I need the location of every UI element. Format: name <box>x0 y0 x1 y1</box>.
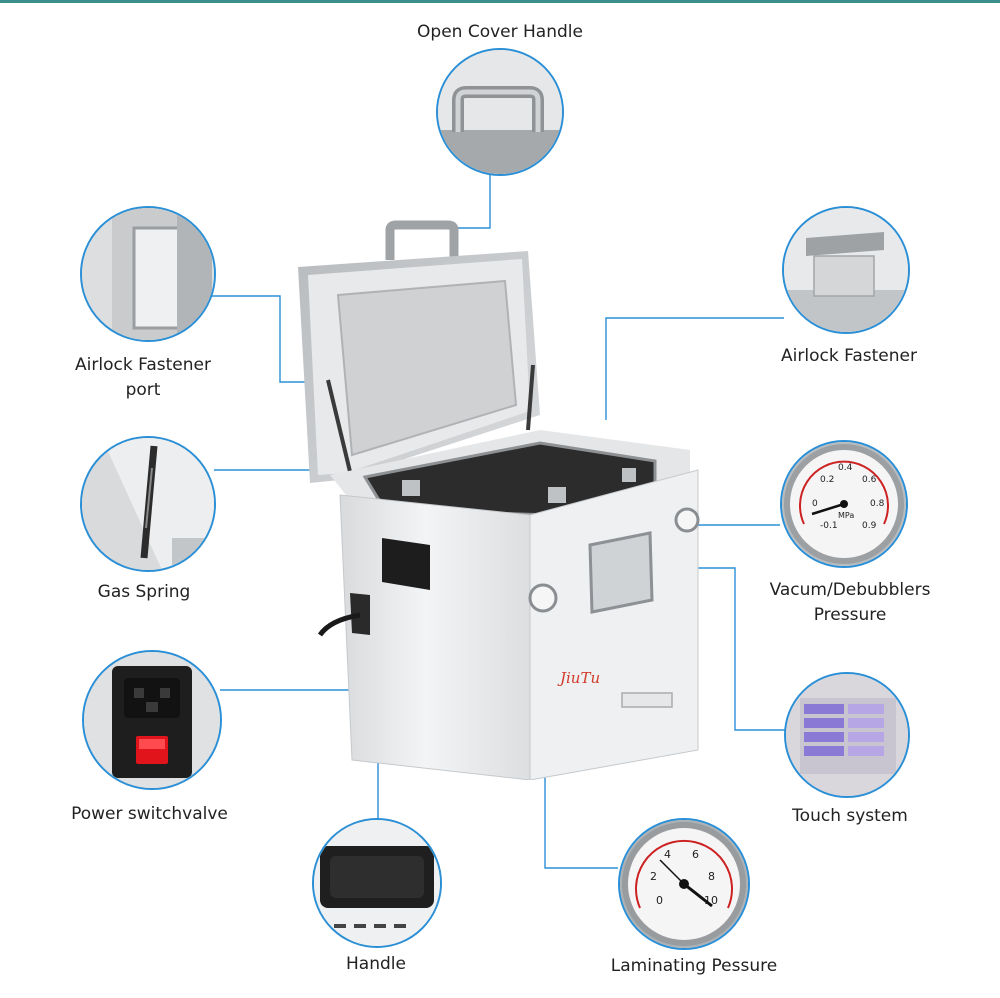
bubble-vacuum-gauge: -0.1 0 0.2 0.4 0.6 0.8 0.9 MPa <box>780 440 908 568</box>
touch-screen <box>588 531 654 614</box>
gas-spring-left <box>326 379 354 481</box>
bubble-open-cover-handle <box>436 48 564 176</box>
svg-text:4: 4 <box>664 848 671 861</box>
bubble-airlock-port <box>80 206 216 342</box>
svg-text:0: 0 <box>656 894 663 907</box>
lid-inner-panel <box>336 279 518 457</box>
bubble-handle <box>312 818 442 948</box>
bubble-laminating-gauge: 0 2 4 6 8 10 <box>618 818 750 950</box>
label-open-cover-handle: Open Cover Handle <box>417 22 583 42</box>
svg-text:0.2: 0.2 <box>820 475 834 485</box>
label-airlock-port: Airlock Fastener port <box>75 355 211 400</box>
label-gas-spring: Gas Spring <box>97 582 191 602</box>
label-touch-system: Touch system <box>792 806 908 826</box>
svg-text:0: 0 <box>812 499 818 509</box>
lid-handle <box>385 220 459 260</box>
svg-text:0.9: 0.9 <box>862 521 877 531</box>
label-handle: Handle <box>346 954 406 974</box>
svg-text:2: 2 <box>650 870 657 883</box>
label-airlock-fastener: Airlock Fastener <box>781 346 917 366</box>
svg-text:0.6: 0.6 <box>862 475 877 485</box>
svg-text:0.8: 0.8 <box>870 499 885 509</box>
gas-spring-right <box>526 364 535 431</box>
svg-text:8: 8 <box>708 870 715 883</box>
line-open-cover <box>445 172 491 229</box>
svg-text:6: 6 <box>692 848 699 861</box>
side-handle <box>382 538 430 590</box>
line-airlock-fastener <box>605 317 784 420</box>
bubble-airlock-fastener <box>782 206 910 334</box>
bubble-touch-system <box>784 672 910 798</box>
bubble-gas-spring <box>80 436 216 572</box>
top-accent-bar <box>0 0 1000 3</box>
label-power-switch: Power switchvalve <box>71 804 228 824</box>
brand-logo-text: JiuTu <box>557 669 600 687</box>
svg-text:0.4: 0.4 <box>838 463 853 473</box>
svg-text:MPa: MPa <box>838 511 854 520</box>
svg-text:-0.1: -0.1 <box>820 521 838 531</box>
bubble-power-switch <box>82 650 222 790</box>
label-laminating-pressure: Laminating Pessure <box>610 956 778 976</box>
label-vacuum-pressure: Vacum/Debubblers Pressure <box>769 580 931 625</box>
laminating-machine: JiuTu <box>298 220 700 780</box>
